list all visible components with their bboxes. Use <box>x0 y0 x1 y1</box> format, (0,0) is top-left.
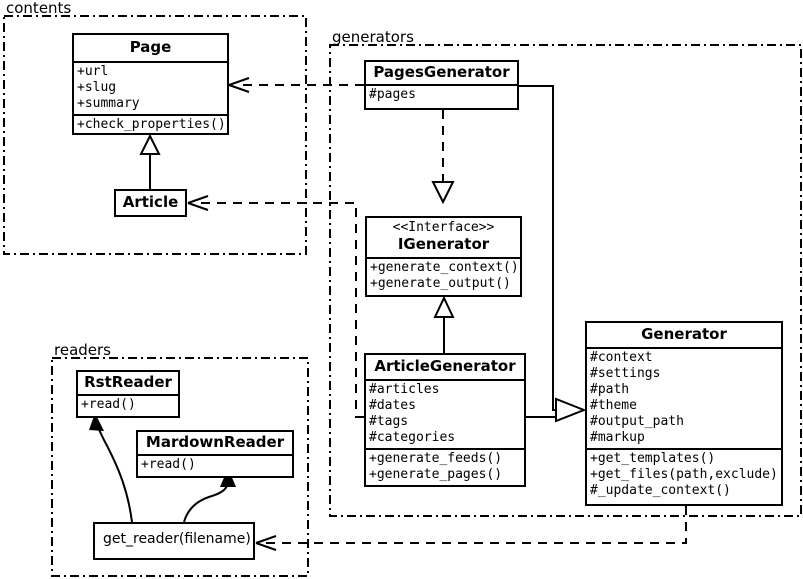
attributes-compartment-articlegenerator: #articles #dates #tags #categories <box>366 381 524 448</box>
attribute-item: +summary <box>77 96 140 111</box>
class-box-article[interactable]: Article <box>114 189 187 217</box>
class-name-article: Article <box>122 193 179 211</box>
function-box-get-reader[interactable]: get_reader(filename) <box>93 522 255 560</box>
compartment-separator <box>78 394 178 396</box>
attribute-item: #theme <box>590 398 637 413</box>
class-stereotype-igenerator: <<Interface>> <box>392 220 495 235</box>
package-label-generators: generators <box>332 28 414 46</box>
generalization-articlegenerator-igenerator <box>433 295 455 353</box>
operations-compartment-mardownreader: +read() <box>138 456 292 475</box>
attributes-compartment-pagesgenerator: #pages <box>366 86 517 105</box>
operation-item: +generate_feeds() <box>369 451 503 466</box>
class-box-generator[interactable]: Generator #context #settings #path #them… <box>585 321 783 506</box>
attribute-item: #categories <box>369 430 456 445</box>
operation-item: +get_templates() <box>590 451 716 466</box>
function-name-get-reader: get_reader(filename) <box>103 531 251 547</box>
dependency-articlegenerator-article <box>187 195 364 418</box>
package-label-contents: contents <box>6 0 72 17</box>
operation-item: +generate_output() <box>370 276 511 291</box>
class-box-page[interactable]: Page +url +slug +summary +check_properti… <box>72 33 229 135</box>
dependency-generator-getreader <box>255 506 687 551</box>
attribute-item: #dates <box>369 398 416 413</box>
class-box-mardownreader[interactable]: MardownReader +read() <box>136 430 294 478</box>
attribute-item: #context <box>590 350 653 365</box>
class-name-igenerator: <<Interface>> IGenerator <box>367 218 520 257</box>
attribute-item: #output_path <box>590 414 684 429</box>
class-box-pagesgenerator[interactable]: PagesGenerator #pages <box>364 60 519 110</box>
compartment-separator <box>587 347 781 349</box>
operations-compartment-articlegenerator: +generate_feeds() +generate_pages() <box>366 450 524 485</box>
attribute-item: #pages <box>369 87 416 102</box>
operations-compartment-igenerator: +generate_context() +generate_output() <box>367 259 520 294</box>
operation-item: +get_files(path,exclude) <box>590 467 778 482</box>
operation-item: +generate_context() <box>370 260 519 275</box>
class-name-pagesgenerator: PagesGenerator <box>373 63 510 81</box>
class-name-page: Page <box>129 38 172 56</box>
operation-item: +read() <box>81 397 136 412</box>
class-name-generator: Generator <box>641 325 727 343</box>
compartment-separator <box>74 114 227 116</box>
class-box-rstreader[interactable]: RstReader +read() <box>76 370 180 418</box>
generalization-article-page <box>139 133 161 189</box>
operation-item: +read() <box>141 457 196 472</box>
class-name-text: IGenerator <box>397 235 490 253</box>
class-box-articlegenerator[interactable]: ArticleGenerator #articles #dates #tags … <box>364 353 526 487</box>
operations-compartment-page: +check_properties() <box>74 116 227 135</box>
operations-compartment-rstreader: +read() <box>78 396 178 415</box>
attributes-compartment-generator: #context #settings #path #theme #output_… <box>587 349 781 448</box>
class-name-mardownreader: MardownReader <box>145 433 285 451</box>
compartment-separator <box>587 448 781 450</box>
compartment-separator <box>366 379 524 381</box>
attribute-item: #articles <box>369 382 440 397</box>
generalization-pagesgenerator-generator <box>519 85 587 423</box>
dependency-pagesgenerator-page <box>228 77 364 93</box>
attribute-item: +slug <box>77 80 117 95</box>
attribute-item: +url <box>77 64 109 79</box>
compartment-separator <box>74 61 227 63</box>
class-name-rstreader: RstReader <box>84 373 172 391</box>
compartment-separator <box>366 84 517 86</box>
attribute-item: #settings <box>590 366 661 381</box>
operation-item: +check_properties() <box>77 117 226 132</box>
attributes-compartment-page: +url +slug +summary <box>74 63 227 114</box>
compartment-separator <box>367 257 520 259</box>
operations-compartment-generator: +get_templates() +get_files(path,exclude… <box>587 450 781 501</box>
class-name-articlegenerator: ArticleGenerator <box>374 357 516 375</box>
package-label-readers: readers <box>54 341 111 359</box>
class-box-igenerator[interactable]: <<Interface>> IGenerator +generate_conte… <box>365 216 522 297</box>
association-getreader-rstreader <box>89 413 133 523</box>
attribute-item: #path <box>590 382 630 397</box>
attribute-item: #markup <box>590 430 645 445</box>
operation-item: +generate_pages() <box>369 467 503 482</box>
compartment-separator <box>366 448 524 450</box>
compartment-separator <box>138 454 292 456</box>
realization-pagesgenerator-igenerator <box>431 110 455 205</box>
operation-item: #_update_context() <box>590 483 731 498</box>
attribute-item: #tags <box>369 414 409 429</box>
